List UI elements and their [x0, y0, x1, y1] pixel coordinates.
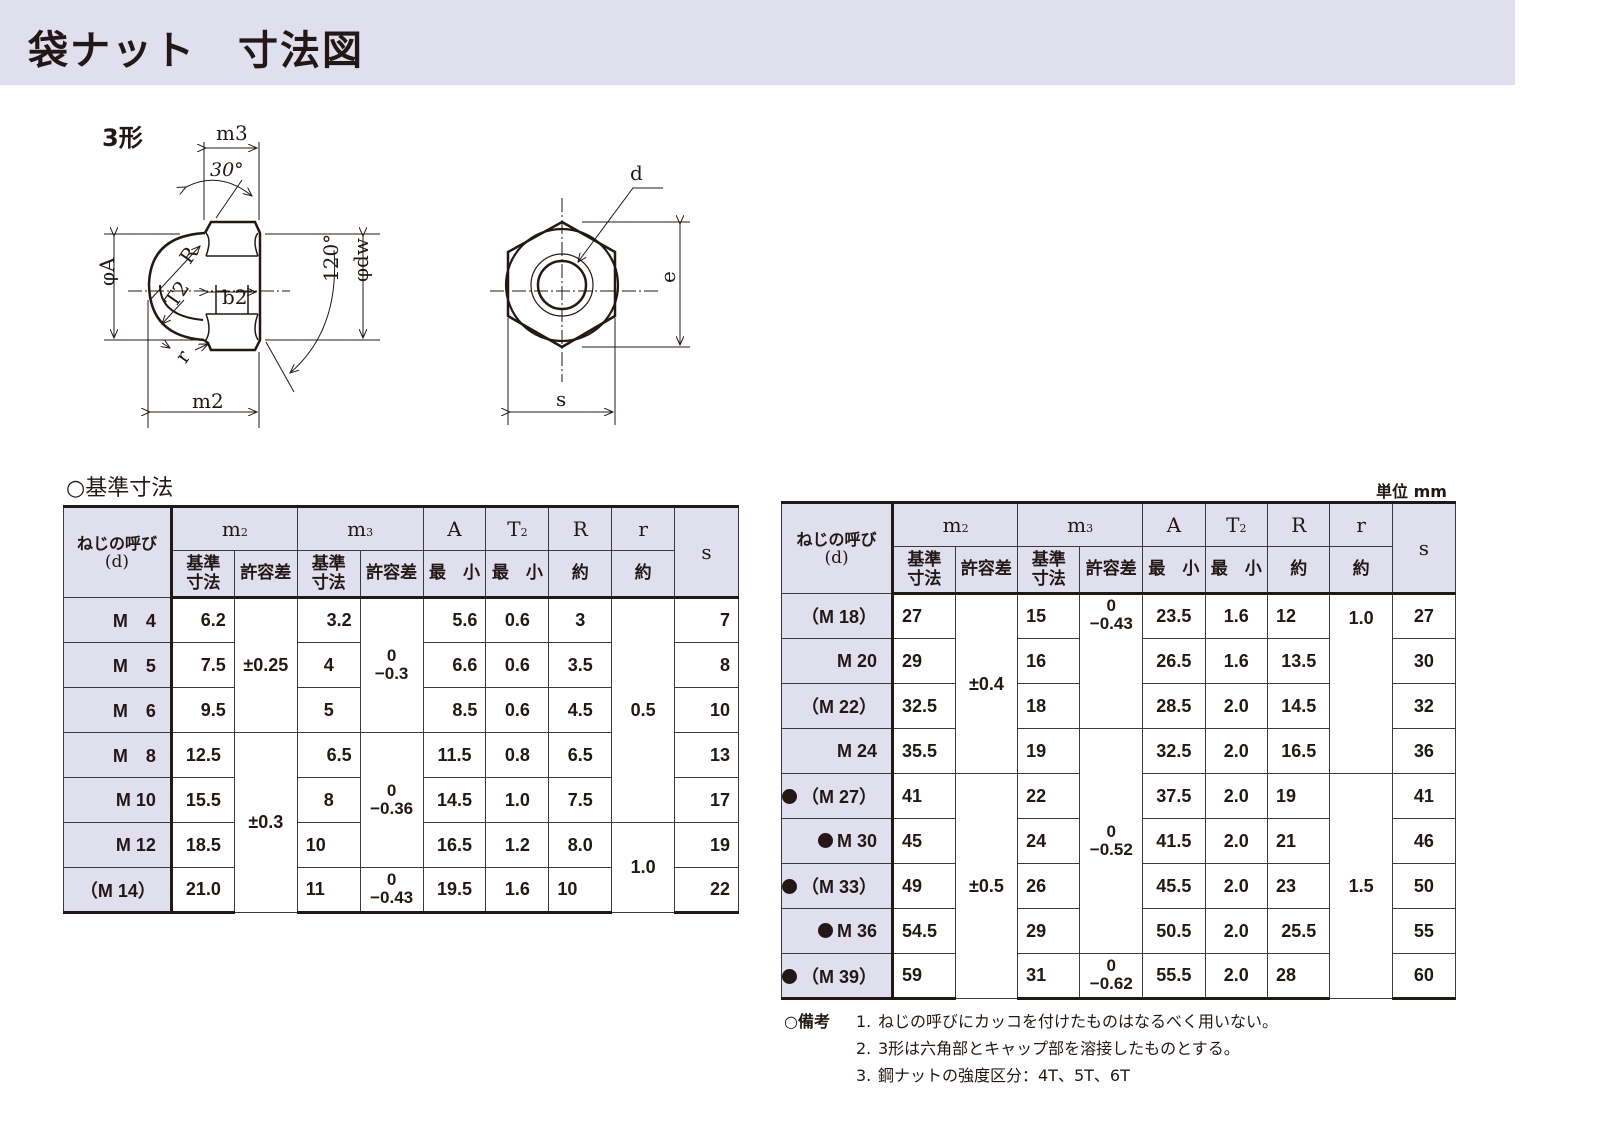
- svg-text:m2: m2: [192, 389, 224, 413]
- bullet-dot-icon: [782, 789, 797, 804]
- table-row: （M 27） 41 ±0.5 22 37.5 2.0 19 1.5 41: [780, 773, 1457, 999]
- header-R: R: [548, 505, 613, 551]
- bullet-dot-icon: [818, 922, 833, 938]
- table-row: M 20 29 16 26.5 1.6 13.5 30: [780, 638, 1457, 684]
- bullet-dot-icon: [782, 879, 797, 894]
- bullet-dot-icon: [782, 968, 797, 984]
- svg-text:120°: 120°: [319, 234, 343, 282]
- header-T2: T2: [485, 505, 550, 551]
- dim-m3: m3: [216, 121, 248, 145]
- note-item: 2. 3形は六角部とキャップ部を溶接したものとする。: [856, 1039, 1240, 1058]
- table-row: （M 18） 27 ±0.4 15 0−0.43 23.5 1.6 12 1.0…: [780, 593, 1457, 774]
- svg-text:φdw: φdw: [349, 238, 373, 282]
- svg-text:s: s: [556, 387, 566, 411]
- note-item: 3. 鋼ナットの強度区分：4T、5T、6T: [856, 1066, 1130, 1085]
- front-view: [490, 187, 690, 425]
- svg-text:e: e: [656, 271, 680, 283]
- table-row: （M 14） 21.0 11 0−0.43 19.5 1.6 10 22: [63, 867, 739, 914]
- header-s: s: [674, 505, 739, 599]
- table-row: M 6 9.5 5 8.5 0.6 4.5 10: [63, 687, 739, 733]
- table-row: （M 39） 59 31 0−0.62 55.5 2.0 28 60: [780, 953, 1457, 1000]
- table-row: M 30 45 24 41.5 2.0 21 46: [780, 818, 1457, 864]
- table-row: M 12 18.5 10 16.5 1.2 8.0 1.0 19: [63, 822, 739, 913]
- svg-text:d: d: [630, 161, 643, 185]
- svg-text:r: r: [170, 345, 195, 367]
- header-A: A: [422, 505, 487, 551]
- bullet-dot-icon: [818, 832, 833, 848]
- header-name: ねじの呼び(d): [63, 505, 173, 598]
- header-r: r: [611, 505, 676, 551]
- title-bar: 袋ナット 寸法図: [0, 0, 1515, 85]
- dimension-table-left: ねじの呼び(d) m2 m3 A T2 R r s 基準寸法 許容差 基準寸法 …: [63, 505, 739, 914]
- dimension-table-right: ねじの呼び(d) m2 m3 A T2 R r s 基準寸法 許容差 基準寸法 …: [780, 501, 1457, 1000]
- figure-label: 3形: [102, 124, 143, 152]
- svg-text:b2: b2: [222, 285, 248, 309]
- table-row: M 10 15.5 8 14.5 1.0 7.5 17: [63, 777, 739, 823]
- notes-label: ○備考: [784, 1012, 830, 1031]
- svg-text:T2: T2: [160, 276, 195, 311]
- section-label: ○基準寸法: [66, 476, 174, 501]
- cap-nut-drawing: m3 30° R T2 b2 φA 120° φdw r m2 d e s: [95, 121, 690, 428]
- page-title: 袋ナット 寸法図: [28, 28, 364, 74]
- header-m2: m2: [170, 505, 298, 551]
- note-item: ○備考 1. ねじの呼びにカッコを付けたものはなるべく用いない。: [784, 1008, 1278, 1035]
- svg-text:30°: 30°: [210, 159, 244, 181]
- table-row: M 5 7.5 4 6.6 0.6 3.5 8: [63, 642, 739, 688]
- table-row: M 36 54.5 29 50.5 2.0 25.5 55: [780, 908, 1457, 954]
- header-m3: m3: [296, 505, 424, 551]
- table-row: M 4 6.2 ±0.25 3.2 0−0.3 5.6 0.6 3 0.5 7: [63, 597, 739, 823]
- notes: ○備考 1. ねじの呼びにカッコを付けたものはなるべく用いない。 2. 3形は六…: [784, 1008, 1278, 1089]
- table-row: （M 22） 32.5 18 28.5 2.0 14.5 32: [780, 683, 1457, 729]
- unit-label: 単位 mm: [1376, 482, 1447, 501]
- svg-text:φA: φA: [95, 257, 119, 286]
- svg-text:R: R: [174, 241, 203, 268]
